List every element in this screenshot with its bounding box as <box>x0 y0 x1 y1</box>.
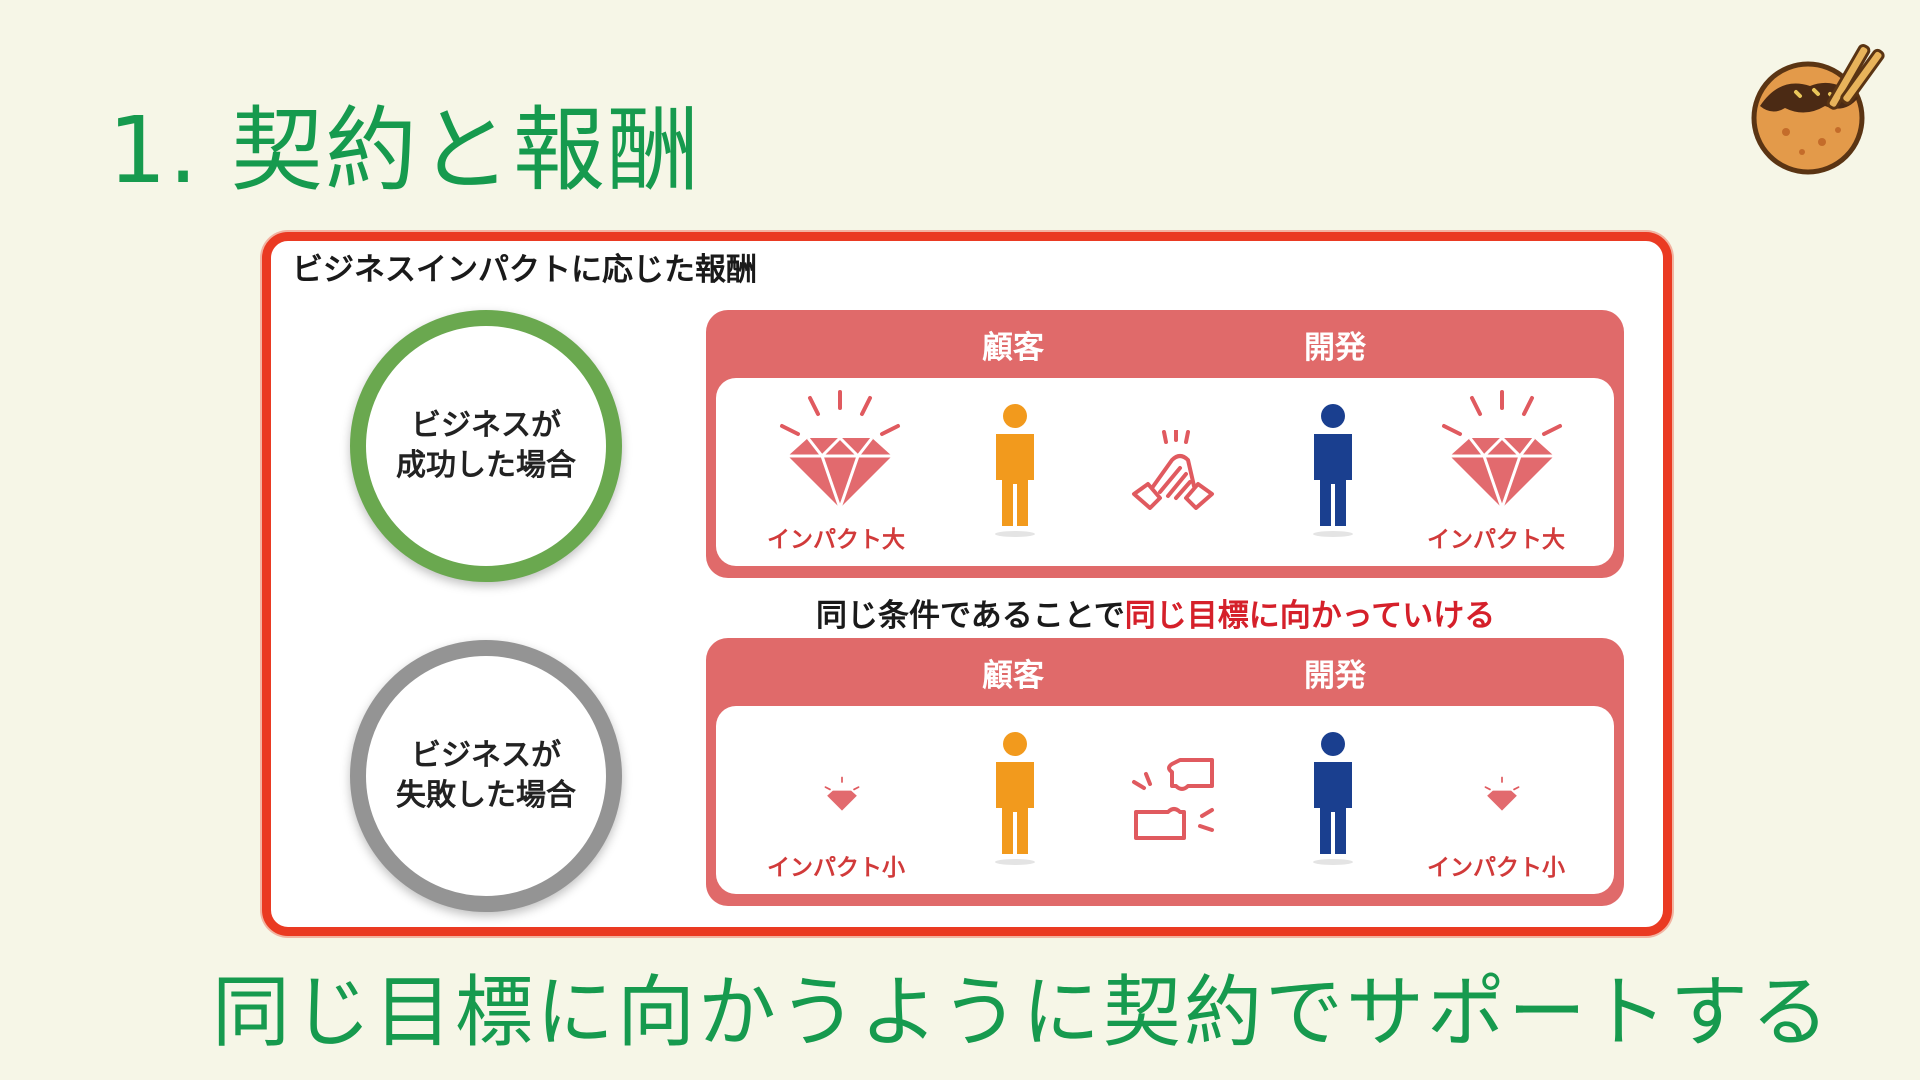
middle-statement: 同じ条件であることで同じ目標に向かっていける <box>816 590 1495 635</box>
diamond-icon-large-right <box>1442 390 1562 509</box>
handshake-icon <box>1132 430 1214 510</box>
success-customer-header: 顧客 <box>982 330 1044 366</box>
failure-label-line1: ビジネスが <box>411 738 561 773</box>
figure-title: ビジネスインパクトに応じた報酬 <box>292 252 757 288</box>
failure-impact-right: インパクト小 <box>1427 855 1565 881</box>
success-impact-left: インパクト大 <box>767 527 905 553</box>
diamond-icon-small-left <box>824 776 860 811</box>
person-icon-developer-top <box>1313 404 1353 537</box>
success-label-line2: 成功した場合 <box>396 448 576 483</box>
failure-panel: 顧客 開発 <box>706 638 1624 906</box>
failure-case-circle: ビジネスが 失敗した場合 <box>350 640 622 912</box>
failure-customer-header: 顧客 <box>982 658 1044 694</box>
person-icon-developer-bottom <box>1313 732 1353 865</box>
failure-panel-body <box>716 706 1614 894</box>
footer-message: 同じ目標に向かうように契約でサポートする <box>212 968 1833 1058</box>
slide-title: 1. 契約と報酬 <box>108 97 702 204</box>
failure-label-line2: 失敗した場合 <box>396 778 576 813</box>
puzzle-hands-icon <box>1132 758 1214 840</box>
success-developer-header: 開発 <box>1304 330 1366 366</box>
failure-impact-left: インパクト小 <box>767 855 905 881</box>
diamond-icon-large-left <box>780 390 900 509</box>
success-impact-right: インパクト大 <box>1427 527 1565 553</box>
middle-statement-plain: 同じ条件であることで <box>816 598 1125 634</box>
success-case-circle: ビジネスが 成功した場合 <box>350 310 622 582</box>
takoyaki-mascot-icon <box>1751 44 1885 175</box>
person-icon-customer-bottom <box>995 732 1035 865</box>
success-label-line1: ビジネスが <box>411 408 561 443</box>
failure-developer-header: 開発 <box>1304 658 1366 694</box>
person-icon-customer-top <box>995 404 1035 537</box>
middle-statement-accent: 同じ目標に向かっていける <box>1124 598 1496 634</box>
diamond-icon-small-right <box>1484 776 1520 811</box>
